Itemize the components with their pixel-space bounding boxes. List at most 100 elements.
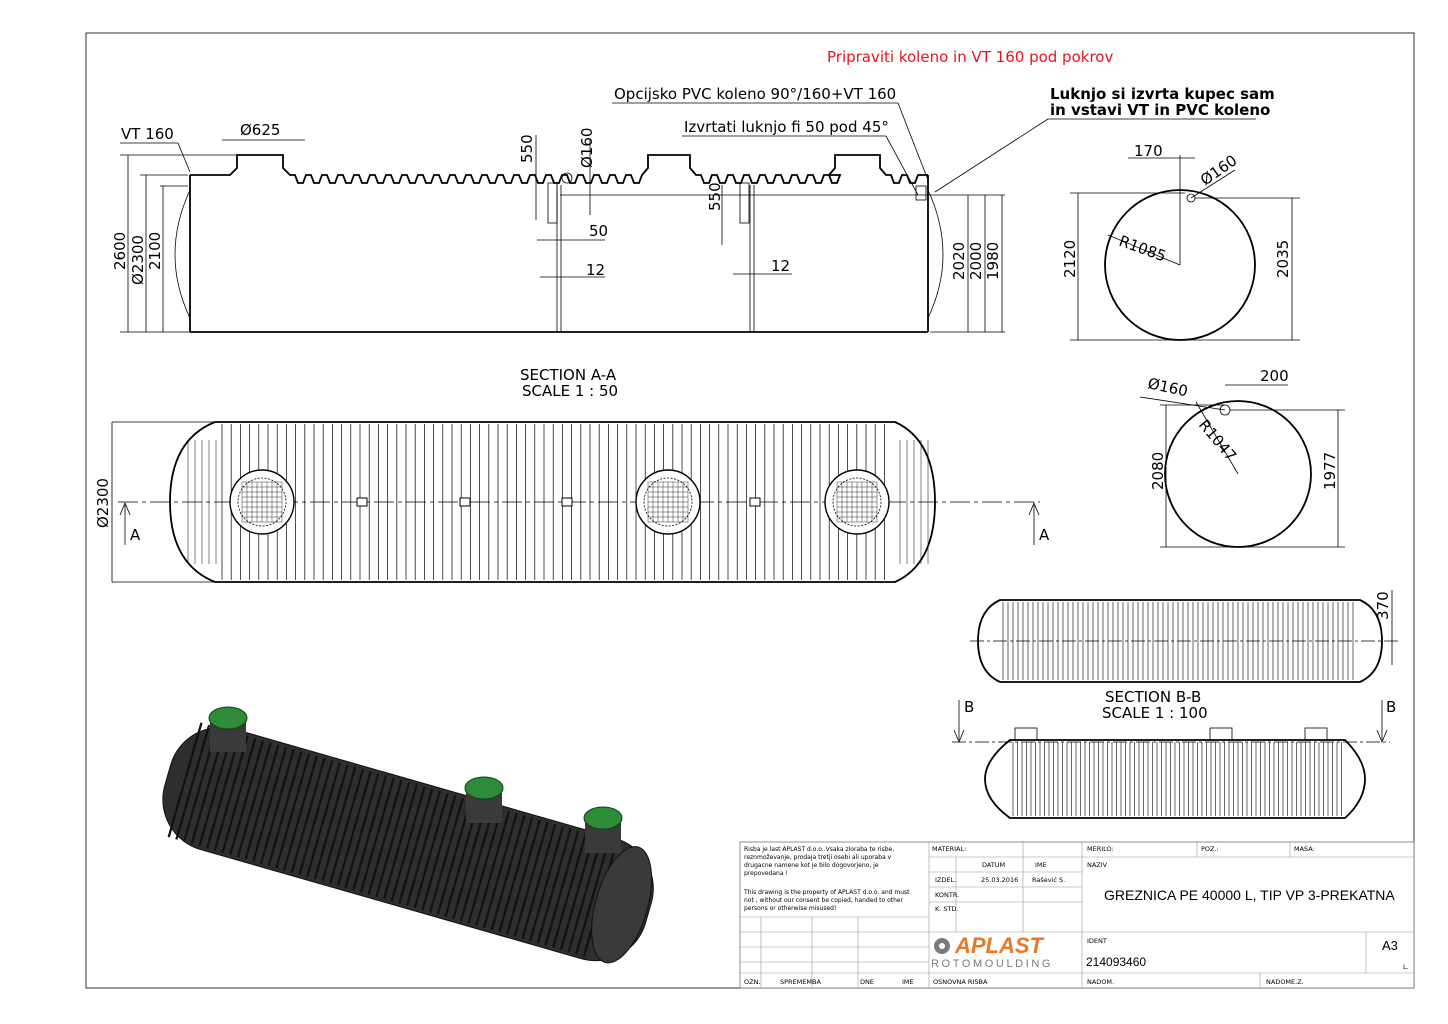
kstd-label: K. STD. (935, 905, 959, 913)
drill-hole-note: Izvrtati luknjo fi 50 pod 45° (684, 118, 889, 136)
section-marker-b-left: B (964, 698, 974, 716)
tank-3d-render (162, 722, 654, 964)
section-bb-scale: SCALE 1 : 100 (1102, 704, 1208, 722)
leader-line (897, 102, 929, 181)
nadomez-label: NADOME.Z. (1266, 978, 1304, 986)
pvc-elbow (915, 185, 927, 201)
title-block: Risba je last APLAST d.o.o..Vsaka zlorab… (739, 841, 1415, 989)
dim-2600: 2600 (111, 232, 129, 270)
render-rib (229, 740, 265, 856)
render-rib (213, 735, 249, 851)
render-rib (359, 777, 395, 893)
vent-pipe (561, 172, 573, 184)
dim-2000: 2000 (967, 242, 985, 280)
pipe-fitting (459, 497, 471, 507)
aplast-logo: APLAST ROTOMOULDING (931, 933, 1053, 970)
dim-2035: 2035 (1274, 240, 1292, 278)
osnovna-label: OSNOVNA RISBA (933, 978, 988, 986)
render-rib (436, 799, 472, 915)
disclaimer-en-1: This drawing is the property of APLAST d… (743, 889, 910, 896)
render-rib (313, 764, 349, 880)
green-manhole-lids (208, 706, 623, 853)
end-dome-right (927, 189, 944, 319)
render-rib (552, 832, 588, 948)
render-rib (398, 788, 434, 904)
dim-1977: 1977 (1321, 452, 1339, 490)
section-marker-a-right: A (1039, 526, 1050, 544)
dim-550-b: 550 (706, 182, 724, 211)
section-bb-top: 370 (970, 590, 1400, 683)
dim-200: 200 (1260, 367, 1289, 385)
render-rib (259, 748, 295, 865)
render-rib (405, 790, 441, 906)
dimension-lines (120, 135, 1005, 333)
dim-2020: 2020 (950, 242, 968, 280)
render-rib (390, 786, 426, 902)
nadom-label: NADOM. (1087, 978, 1114, 986)
render-rib (321, 766, 357, 882)
render-rib (467, 808, 503, 924)
render-rib (290, 757, 326, 873)
customer-note-line1: Luknjo si izvrta kupec sam (1050, 85, 1275, 103)
render-rib (221, 737, 257, 853)
render-rib (575, 839, 611, 955)
leader-line (177, 142, 191, 173)
ozn-label: OZN. (744, 978, 761, 986)
dim-170: 170 (1134, 142, 1163, 160)
pvc-elbow-note: Opcijsko PVC koleno 90°/160+VT 160 (614, 85, 896, 103)
pipe-fitting (356, 497, 368, 507)
masa-label: MASA: (1294, 845, 1315, 853)
dim-12-a: 12 (586, 261, 605, 279)
render-rib (175, 724, 211, 840)
render-rib (267, 751, 303, 867)
render-rib (275, 753, 311, 869)
render-rib (167, 722, 203, 838)
dim-2080: 2080 (1149, 452, 1167, 490)
datum-label: DATUM (982, 861, 1005, 869)
render-rib (344, 773, 380, 889)
render-rib (459, 806, 495, 922)
elevation-view: VT 160 Ø625 2600 Ø2300 2100 550 Ø160 550… (111, 121, 1005, 333)
izdel-label: IZDEL. (935, 876, 956, 884)
pipe-fitting (561, 497, 573, 507)
l-label: L. (1403, 963, 1409, 971)
render-rib (336, 771, 372, 887)
disclaimer-si-2: reznmoževanje, prodaja tretji osebi ali … (744, 854, 892, 861)
poz-label: POZ.: (1201, 845, 1219, 853)
vt160-label: VT 160 (121, 125, 174, 143)
naziv-label: NAZIV (1087, 861, 1108, 869)
section-aa-title: SECTION A-A (520, 366, 617, 384)
dim-d2300-plan: Ø2300 (94, 478, 112, 528)
ime2-label: IME (902, 978, 914, 986)
render-rib (352, 775, 388, 891)
render-rib (236, 742, 272, 858)
format-value: A3 (1382, 938, 1398, 953)
leader-line (934, 118, 1049, 193)
dim-12-b: 12 (771, 257, 790, 275)
render-rib (329, 768, 365, 884)
dim-2120: 2120 (1061, 240, 1079, 278)
render-rib (367, 779, 403, 895)
render-rib (282, 755, 318, 871)
logo-rotomoulding: ROTOMOULDING (931, 958, 1053, 970)
section-marker-b-right: B (1386, 698, 1396, 716)
dim-d625: Ø625 (240, 121, 280, 139)
render-rib (452, 804, 488, 920)
dim-2100: 2100 (146, 232, 164, 270)
render-rib (475, 810, 511, 926)
drawing-title: GREZNICA PE 40000 L, TIP VP 3-PREKATNA (1104, 887, 1395, 903)
section-bb-side: B B (952, 698, 1396, 819)
sprememba-label: SPREMEMBA (780, 978, 821, 986)
dne-label: DNE (860, 978, 874, 986)
dim-d2300: Ø2300 (129, 235, 147, 285)
dim-50: 50 (589, 222, 608, 240)
render-rib (382, 784, 418, 900)
ime-label: IME (1035, 861, 1047, 869)
render-rib (529, 826, 565, 942)
end-dome-left (174, 189, 191, 319)
render-rib (305, 762, 342, 878)
render-rib (559, 834, 595, 951)
render-rib (429, 797, 465, 913)
render-rib (206, 733, 242, 849)
